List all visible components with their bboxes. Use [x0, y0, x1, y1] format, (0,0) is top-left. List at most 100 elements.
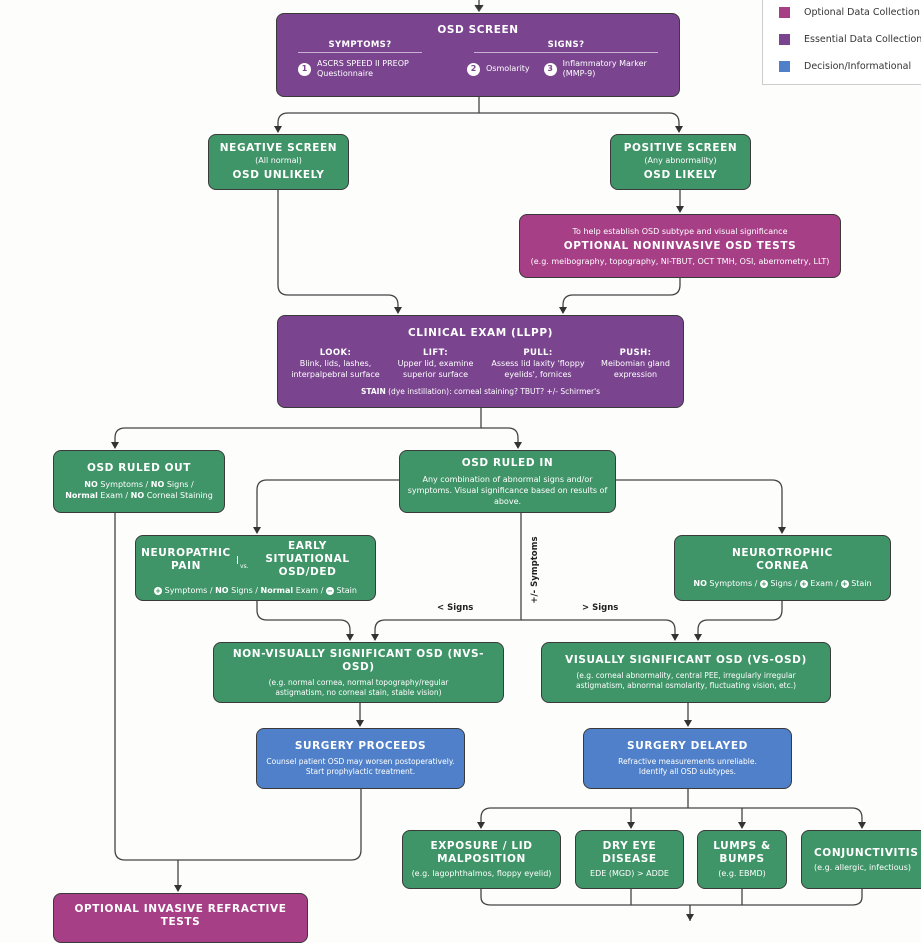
text: Symptoms / [97, 480, 151, 489]
legend-label: Decision/Informational [804, 61, 912, 72]
text: Symptoms / [706, 579, 760, 588]
exam-col-text: Meibomian gland expression [601, 358, 670, 379]
item-text: Osmolarity [486, 64, 530, 73]
clinical-exam-box: CLINICAL EXAM (LLPP) LOOK:Blink, lids, l… [277, 315, 684, 408]
stain-label: STAIN [360, 386, 386, 396]
subtype-dry-eye-box: DRY EYE DISEASE EDE (MGD) > ADDE [575, 830, 684, 889]
subtype-sub: (e.g. lagophthalmos, floppy eyelid) [411, 869, 552, 878]
subtype-sub: EDE (MGD) > ADDE [590, 869, 669, 878]
negative-result: OSD UNLIKELY [232, 169, 325, 181]
more-signs-label: > Signs [582, 603, 619, 613]
emph: NO [215, 586, 229, 595]
neurotrophic-criteria: NO Symptoms / + Signs / + Exam / + Stain [693, 578, 871, 589]
invasive-tests-box: OPTIONAL INVASIVE REFRACTIVE TESTS [53, 893, 308, 943]
vs-title: VISUALLY SIGNIFICANT OSD (VS-OSD) [565, 654, 807, 666]
exam-col-text: Assess lid laxity 'floppy eyelids', forn… [491, 358, 585, 379]
surgery-proceeds-box: SURGERY PROCEEDS Counsel patient OSD may… [256, 728, 465, 789]
subtype-sub: (e.g. allergic, infectious) [814, 862, 911, 872]
exam-stain: STAIN (dye instillation): corneal staini… [361, 386, 600, 397]
text: Exam / [97, 491, 131, 500]
noninvasive-title: OPTIONAL NONINVASIVE OSD TESTS [563, 239, 797, 252]
positive-result: OSD LIKELY [643, 169, 718, 181]
plus-icon: + [154, 586, 163, 595]
noninvasive-intro: To help establish OSD subtype and visual… [572, 226, 788, 236]
nvs-osd-box: NON-VISUALLY SIGNIFICANT OSD (NVS-OSD) (… [213, 642, 504, 703]
legend: Optional Data Collection Essential Data … [762, 0, 921, 85]
text: Exam / [293, 586, 326, 595]
plus-icon: + [759, 579, 768, 588]
negative-sub: (All normal) [255, 156, 302, 165]
ruled-out-title: OSD RULED OUT [86, 462, 192, 474]
subtype-conjunctivitis-box: CONJUNCTIVITIS (e.g. allergic, infectiou… [801, 830, 921, 889]
positive-title: POSITIVE SCREEN [623, 142, 738, 154]
subtype-title: LUMPS & BUMPS [713, 840, 771, 865]
text: Stain [848, 579, 872, 588]
positive-sub: (Any abnormality) [644, 156, 717, 165]
neuropathic-box: NEUROPATHIC PAIN vs. EARLY SITUATIONAL O… [135, 535, 376, 601]
subtype-title: CONJUNCTIVITIS [814, 846, 919, 859]
plus-icon: + [840, 579, 849, 588]
subtype-exposure-box: EXPOSURE / LID MALPOSITION (e.g. lagopht… [402, 830, 561, 889]
noninvasive-tests-box: To help establish OSD subtype and visual… [519, 214, 841, 278]
subtype-title: DRY EYE DISEASE [602, 840, 657, 865]
legend-item-essential: Essential Data Collection [763, 26, 921, 53]
negative-screen-box: NEGATIVE SCREEN (All normal) OSD UNLIKEL… [208, 134, 349, 190]
optional-swatch [779, 7, 790, 18]
exam-look: LOOK:Blink, lids, lashes, interpalpebral… [286, 348, 386, 380]
osd-screen-title: OSD SCREEN [437, 24, 519, 36]
delayed-title: SURGERY DELAYED [627, 740, 748, 752]
essential-swatch [779, 34, 790, 45]
ruled-out-line1: NO Symptoms / NO Signs / [84, 479, 193, 490]
legend-label: Optional Data Collection [804, 7, 920, 18]
signs-heading: SIGNS? [474, 40, 658, 53]
emph: Normal [260, 586, 294, 595]
exam-title: CLINICAL EXAM (LLPP) [407, 326, 554, 339]
exam-push: PUSH:Meibomian gland expression [596, 348, 676, 380]
vs-label: vs. [240, 562, 249, 570]
symptoms-branch-label: +/- Symptoms [530, 536, 540, 604]
exam-lift: LIFT:Upper lid, examine superior surface [391, 348, 481, 380]
neuropathic-title: NEUROPATHIC PAIN [141, 546, 231, 572]
noninvasive-sub: (e.g. meibography, topography, NI-TBUT, … [530, 256, 830, 266]
subtype-lumps-box: LUMPS & BUMPS (e.g. EBMD) [697, 830, 787, 889]
emph: Normal [65, 491, 98, 500]
plus-icon: + [799, 579, 808, 588]
text: Stain [333, 586, 357, 595]
negative-title: NEGATIVE SCREEN [219, 142, 338, 154]
early-osd-title: EARLY SITUATIONAL OSD/DED [265, 540, 350, 578]
text: Corneal Staining [144, 491, 213, 500]
ruled-in-sub: Any combination of abnormal signs and/or… [407, 474, 608, 506]
less-signs-label: < Signs [437, 603, 474, 613]
connector-lines [111, 0, 866, 921]
surgery-delayed-box: SURGERY DELAYED Refractive measurements … [583, 728, 792, 789]
emph: NO [130, 491, 145, 500]
exam-col-heading: PULL: [523, 347, 553, 358]
text: Signs / [228, 586, 261, 595]
exam-col-heading: LOOK: [319, 347, 352, 358]
text: Symptoms / [162, 586, 216, 595]
exam-col-heading: PUSH: [619, 347, 652, 358]
positive-screen-box: POSITIVE SCREEN (Any abnormality) OSD LI… [610, 134, 751, 190]
legend-item-decision: Decision/Informational [763, 53, 921, 80]
osd-ruled-in-box: OSD RULED IN Any combination of abnormal… [399, 450, 616, 513]
item-text: ASCRS SPEED II PREOP Questionnaire [317, 59, 409, 78]
text: Exam / [807, 579, 841, 588]
vs-sub: (e.g. corneal abnormality, central PEE, … [575, 671, 797, 690]
exam-col-text: Blink, lids, lashes, interpalpebral surf… [291, 358, 380, 379]
minus-icon: − [325, 586, 334, 595]
text: Signs / [767, 579, 800, 588]
exam-col-text: Upper lid, examine superior surface [397, 358, 474, 379]
exam-pull: PULL:Assess lid laxity 'floppy eyelids',… [486, 348, 591, 380]
decision-swatch [779, 61, 790, 72]
delayed-sub: Refractive measurements unreliable. Iden… [618, 757, 757, 776]
symptoms-heading: SYMPTOMS? [298, 40, 422, 53]
text: Signs / [164, 480, 194, 489]
number-badge: 2 [467, 62, 480, 76]
nvs-sub: (e.g. normal cornea, normal topography/r… [268, 677, 449, 697]
neurotrophic-title: NEUROTROPHIC CORNEA [732, 547, 833, 572]
stain-text: (dye instillation): corneal staining? TB… [385, 386, 601, 396]
emph: NO [84, 480, 98, 489]
emph: NO [693, 579, 707, 588]
